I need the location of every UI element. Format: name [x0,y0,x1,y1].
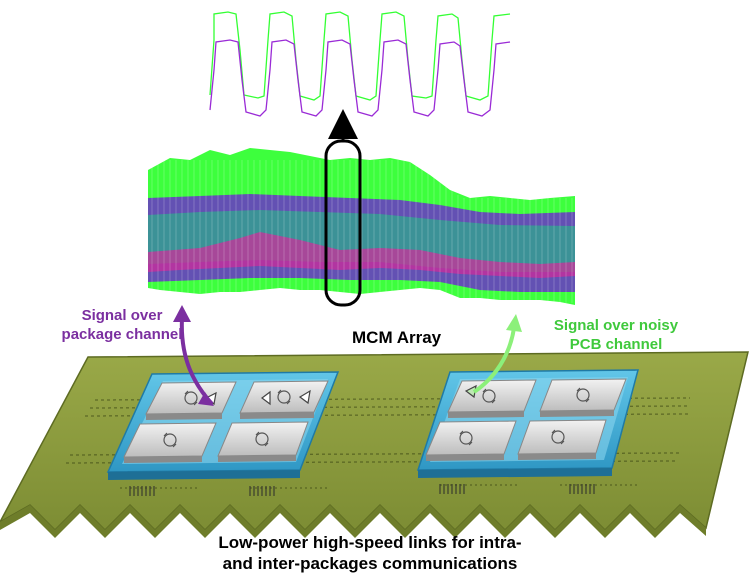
package-channel-arrow [173,305,214,406]
zoomed-waveform-purple [209,39,511,117]
noisy-pcb-channel-label: Signal over noisy PCB channel [536,316,696,354]
package-channel-label-line1: Signal over [81,307,163,324]
package-pins [129,484,595,496]
chip-left-top-right [239,380,329,419]
caption-line2: and inter-packages communications [222,554,518,573]
noisy-pcb-label-line1: Signal over noisy [553,317,679,334]
chip-right-bottom-left [425,420,517,461]
chip-left-bottom-left [123,422,217,463]
zoomed-eye-waveform [209,11,511,117]
chip-right-top-right [539,378,627,417]
caption: Low-power high-speed links for intra- an… [150,532,590,574]
chip-right-top-left [447,379,537,418]
pcb-channel-arrow [472,314,522,394]
noisy-pcb-label-line2: PCB channel [569,336,663,353]
package-channel-label-line2: package channel [61,326,183,343]
chip-left-top-left [145,381,237,420]
waveform-stripes [151,160,573,303]
mcm-array-label: MCM Array [352,328,442,347]
caption-line1: Low-power high-speed links for intra- [218,533,522,552]
rotate-arrows-icon [163,387,590,448]
package-channel-label: Signal over package channel [52,306,192,344]
buffer-triangle-icon [204,384,477,406]
chip-right-bottom-right [517,419,607,460]
chip-left-bottom-right [217,421,309,462]
